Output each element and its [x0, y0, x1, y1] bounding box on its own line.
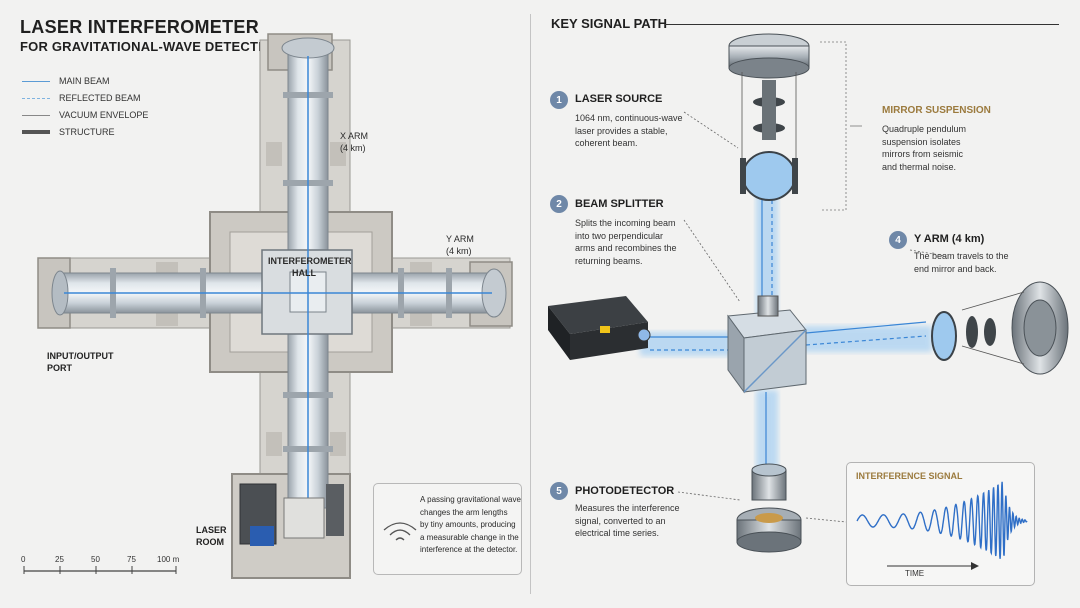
- step-badge-4: 4: [889, 231, 907, 249]
- step-title-laser-source: LASER SOURCE: [575, 93, 663, 105]
- scale-tick-100: 100 m: [157, 555, 180, 564]
- legend-vacuum-envelope: VACUUM ENVELOPE: [22, 110, 148, 120]
- scale-tick-25: 25: [55, 555, 64, 564]
- panel-divider: [530, 14, 531, 594]
- x-arm-label: X ARM(4 km): [340, 131, 369, 153]
- mirror-suspension-title: MIRROR SUSPENSION: [882, 105, 991, 116]
- time-arrow-icon: [971, 562, 979, 570]
- scale-tick-75: 75: [127, 555, 136, 564]
- chirp-waveform: [856, 481, 1028, 559]
- legend-label: REFLECTED BEAM: [59, 93, 141, 103]
- facility-plan-diagram: 0 25 50 75 100 m: [21, 33, 513, 579]
- signal-beams: [640, 170, 932, 470]
- laser-source-device: [548, 296, 651, 360]
- step-badge-1: 1: [550, 91, 568, 109]
- signal-path-diagram: [548, 33, 1069, 553]
- beam-splitter-device: [727, 295, 807, 394]
- step-title-y-arm: Y ARM (4 km): [914, 233, 985, 245]
- scale-bar: 0 25 50 75 100 m: [21, 555, 180, 574]
- legend-label: MAIN BEAM: [59, 76, 110, 86]
- step-title-beam-splitter: BEAM SPLITTER: [575, 198, 664, 210]
- mirror-suspension-device: [728, 33, 862, 211]
- reflected-beam-swatch: [22, 97, 50, 99]
- legend-label: STRUCTURE: [59, 127, 115, 137]
- wave-icon: [383, 522, 417, 541]
- legend-structure: STRUCTURE: [22, 127, 115, 137]
- page-title: LASER INTERFEROMETER: [20, 17, 260, 37]
- main-beam-swatch: [22, 80, 50, 82]
- step-badge-2: 2: [550, 195, 568, 213]
- signal-title: INTERFERENCE SIGNAL: [856, 471, 963, 481]
- section-rule: [665, 24, 1059, 25]
- y-arm-end-mirror-device: [931, 281, 1069, 375]
- legend-main-beam: MAIN BEAM: [22, 76, 110, 86]
- legend-label: VACUUM ENVELOPE: [59, 110, 149, 120]
- leader-lines: [677, 111, 947, 523]
- time-axis-label: TIME: [905, 569, 925, 578]
- interference-signal-panel: INTERFERENCE SIGNAL TIME: [846, 462, 1035, 586]
- structure-swatch: [22, 130, 50, 134]
- scale-tick-50: 50: [91, 555, 100, 564]
- laser-room-equipment: [239, 483, 344, 546]
- legend-reflected-beam: REFLECTED BEAM: [22, 93, 141, 103]
- section-title: KEY SIGNAL PATH: [551, 16, 668, 31]
- vacuum-envelope-swatch: [22, 114, 50, 116]
- signal-waveform: [856, 481, 1028, 570]
- photodetector-device: [736, 463, 802, 553]
- main-beam: [64, 56, 492, 500]
- scale-tick-0: 0: [21, 555, 26, 564]
- step-badge-5: 5: [550, 482, 568, 500]
- page-subtitle: FOR GRAVITATIONAL-WAVE DETECTION: [20, 39, 282, 54]
- y-arm-label: Y ARM(4 km): [446, 234, 474, 256]
- step-title-photodetector: PHOTODETECTOR: [575, 485, 675, 497]
